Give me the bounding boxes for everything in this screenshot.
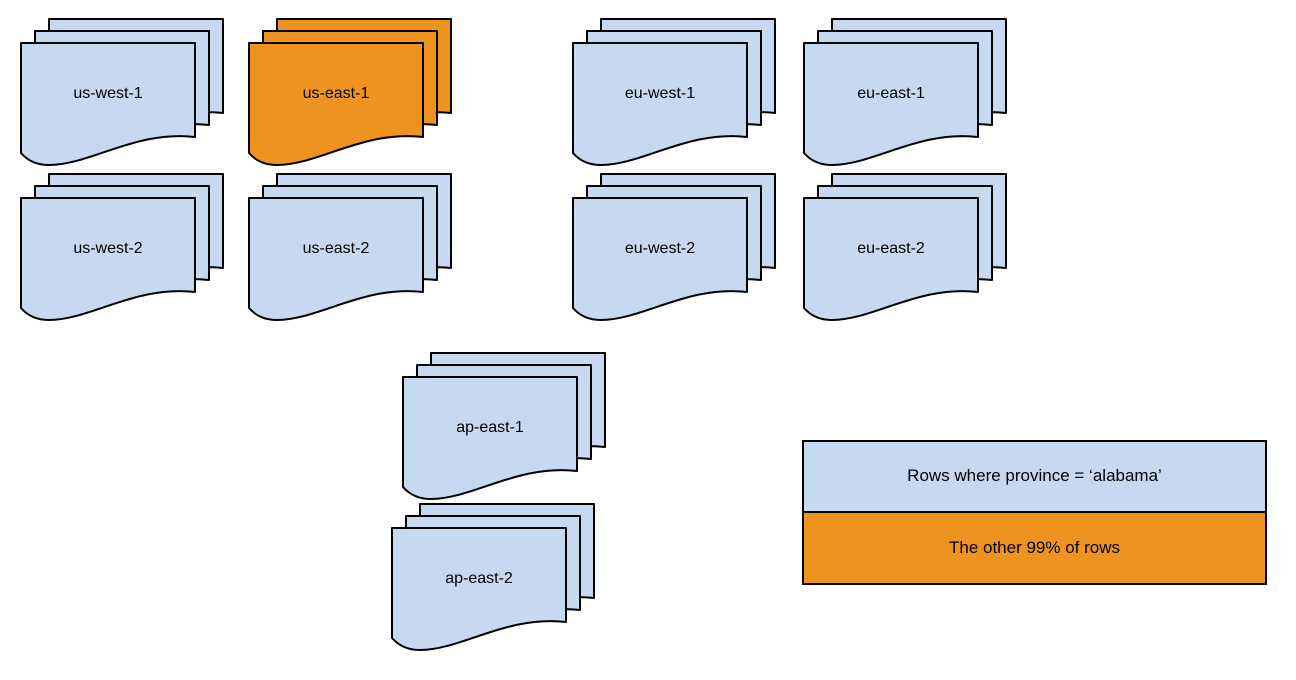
legend-row-orange: The other 99% of rows bbox=[804, 512, 1265, 583]
document-sheet bbox=[572, 197, 748, 321]
legend-label-blue: Rows where province = ‘alabama’ bbox=[907, 466, 1162, 486]
document-sheet bbox=[248, 197, 424, 321]
document-stack-ap-east-2: ap-east-2 bbox=[391, 503, 595, 653]
document-sheet bbox=[248, 42, 424, 166]
legend-box: Rows where province = ‘alabama’ The othe… bbox=[802, 440, 1267, 585]
document-stack-eu-west-2: eu-west-2 bbox=[572, 173, 776, 323]
document-sheet bbox=[391, 527, 567, 651]
document-sheet bbox=[20, 42, 196, 166]
document-sheet bbox=[572, 42, 748, 166]
document-stack-ap-east-1: ap-east-1 bbox=[402, 352, 606, 502]
legend-row-blue: Rows where province = ‘alabama’ bbox=[804, 442, 1265, 513]
document-stack-eu-east-1: eu-east-1 bbox=[803, 18, 1007, 168]
document-stack-eu-west-1: eu-west-1 bbox=[572, 18, 776, 168]
document-sheet bbox=[20, 197, 196, 321]
document-sheet bbox=[402, 376, 578, 500]
document-stack-eu-east-2: eu-east-2 bbox=[803, 173, 1007, 323]
document-stack-us-east-1: us-east-1 bbox=[248, 18, 452, 168]
document-stack-us-east-2: us-east-2 bbox=[248, 173, 452, 323]
document-sheet bbox=[803, 42, 979, 166]
document-stack-us-west-1: us-west-1 bbox=[20, 18, 224, 168]
document-stack-us-west-2: us-west-2 bbox=[20, 173, 224, 323]
document-sheet bbox=[803, 197, 979, 321]
legend-label-orange: The other 99% of rows bbox=[948, 537, 1121, 557]
